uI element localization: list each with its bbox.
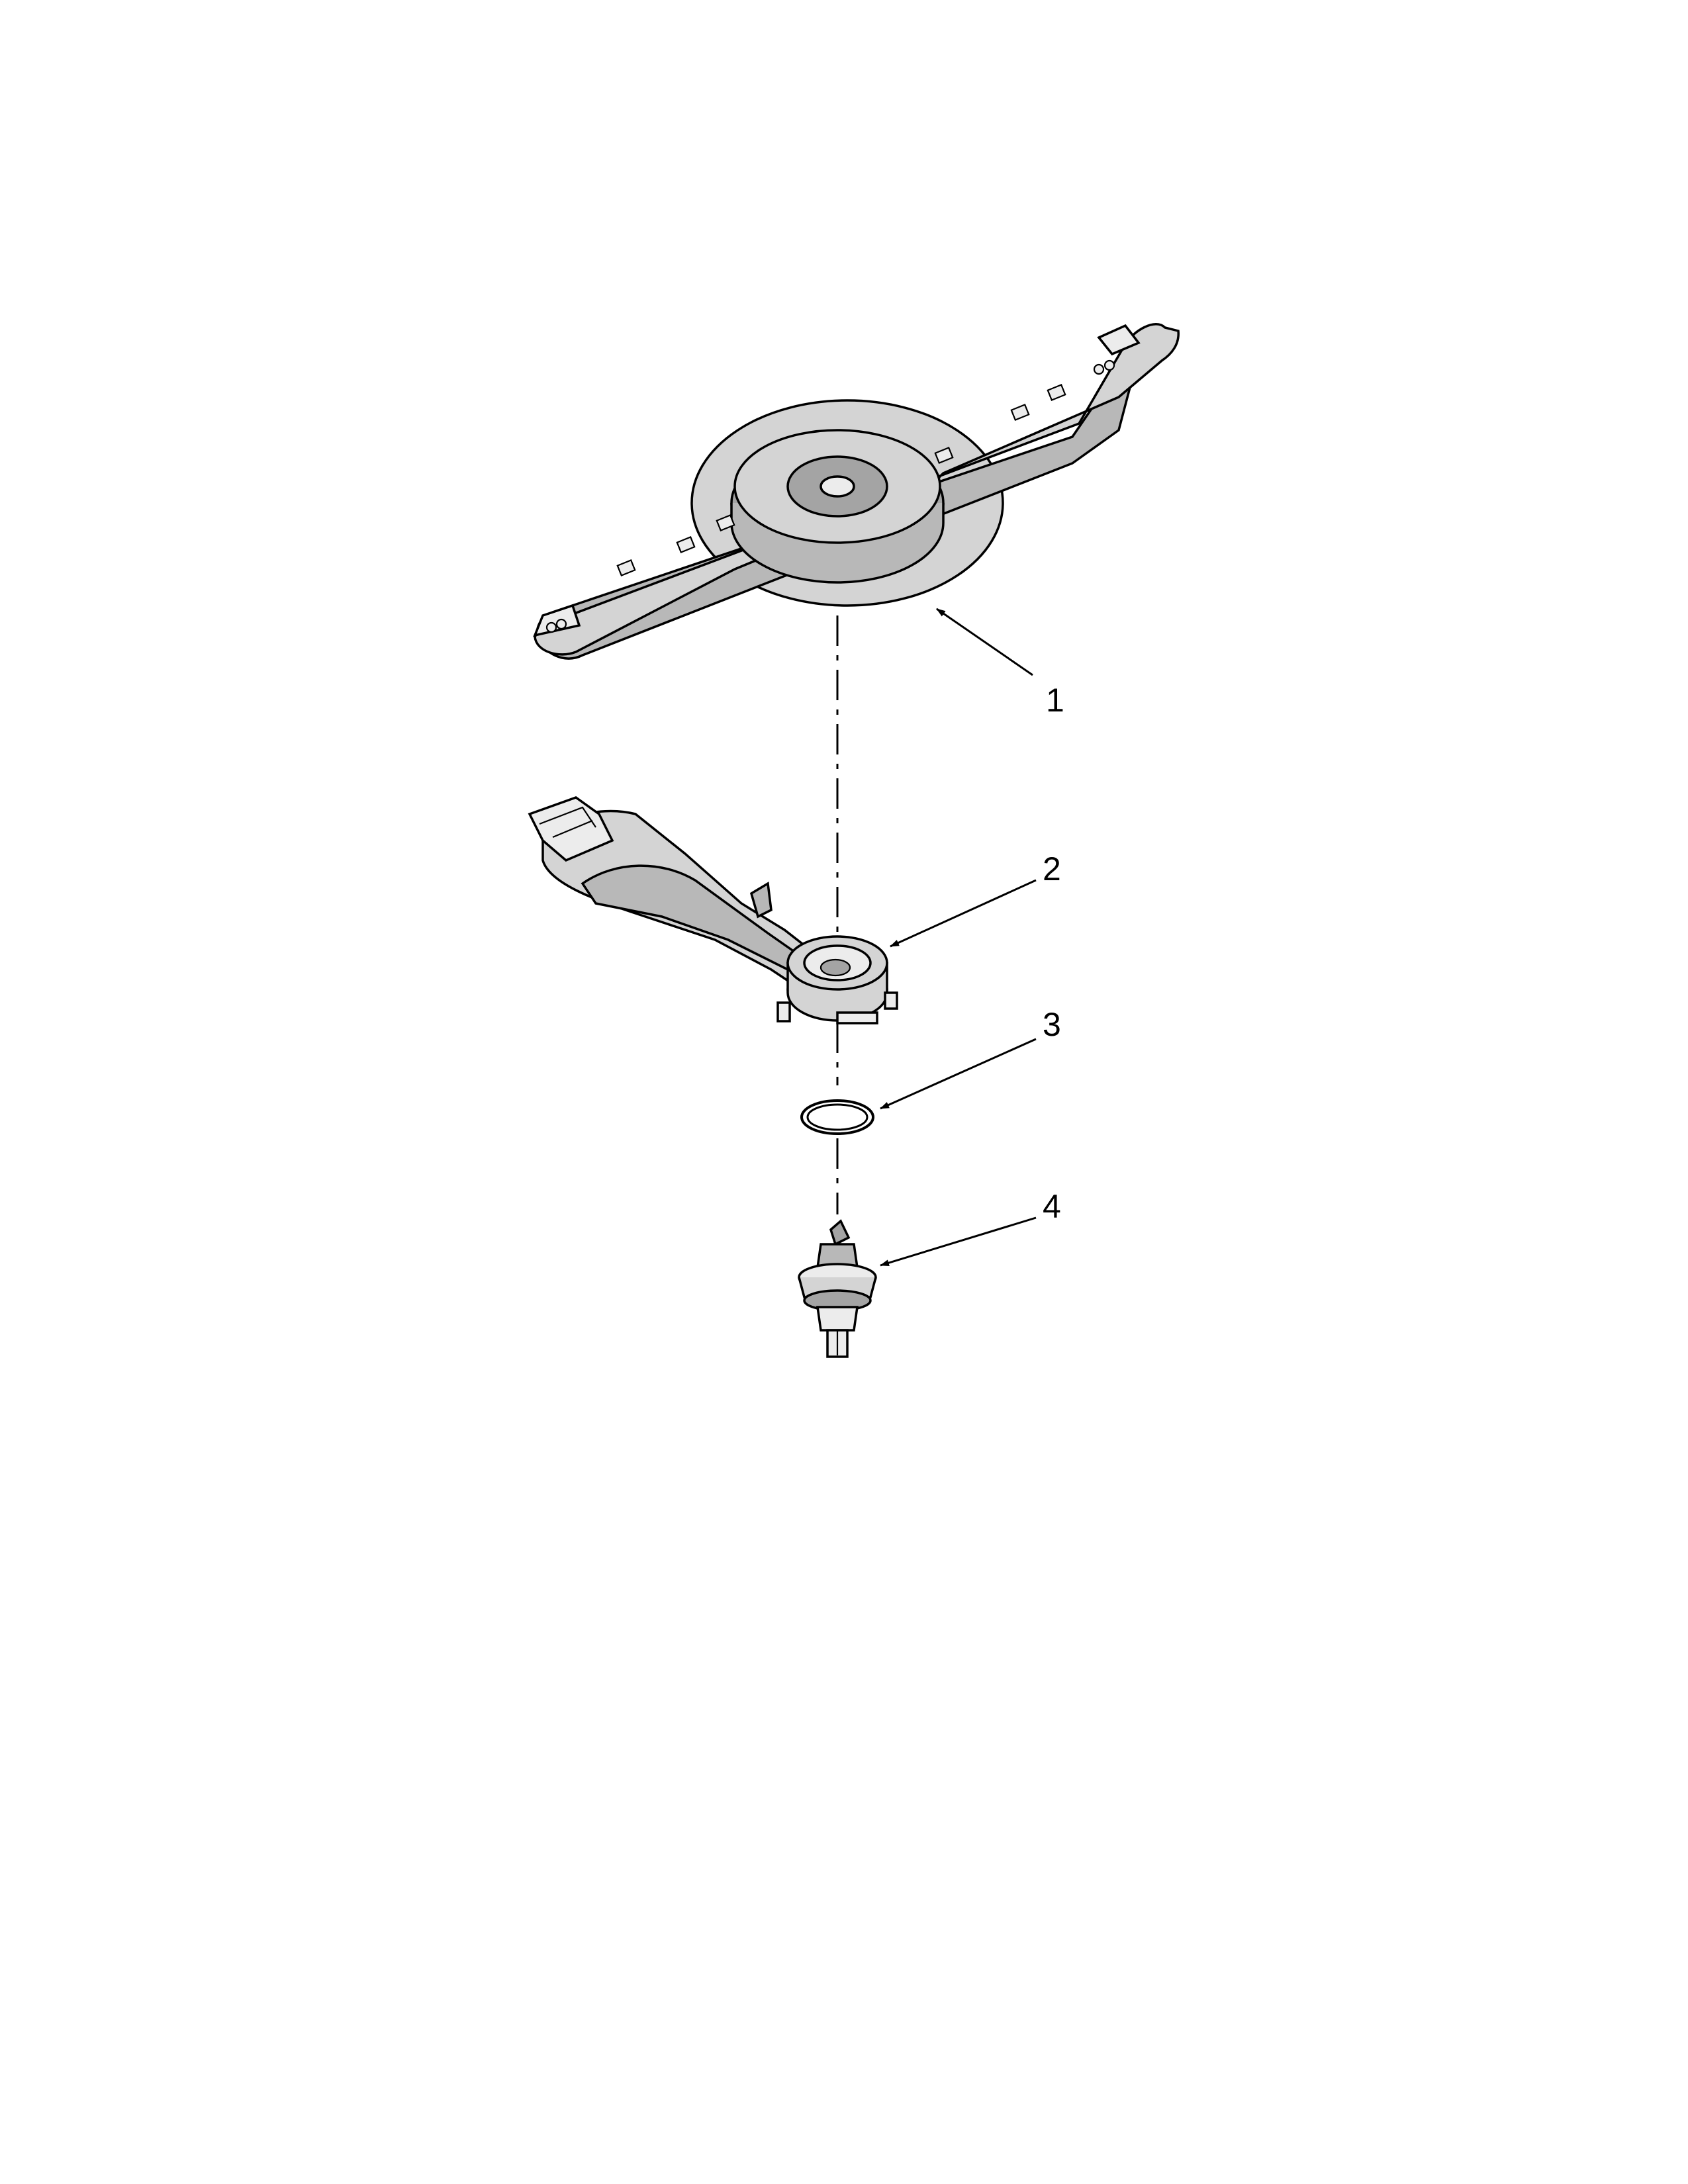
part-1-spray-arm[interactable] (533, 323, 1180, 660)
callout-4: 4 (1043, 1188, 1061, 1225)
leader-1 (936, 608, 1033, 676)
part-3-o-ring[interactable] (800, 1099, 874, 1135)
leader-4 (880, 1216, 1037, 1267)
part-4-bearing-nut[interactable] (798, 1219, 877, 1358)
spray-nozzles (545, 359, 1115, 633)
callout-1: 1 (1046, 682, 1064, 719)
part-2-manifold[interactable] (528, 796, 898, 1024)
leader-3 (880, 1038, 1037, 1110)
leader-2 (890, 879, 1037, 948)
leader-lines (880, 608, 1037, 1267)
callout-3: 3 (1043, 1006, 1061, 1043)
callout-2: 2 (1043, 850, 1061, 887)
callout-labels: 1 2 3 4 (1043, 682, 1064, 1225)
